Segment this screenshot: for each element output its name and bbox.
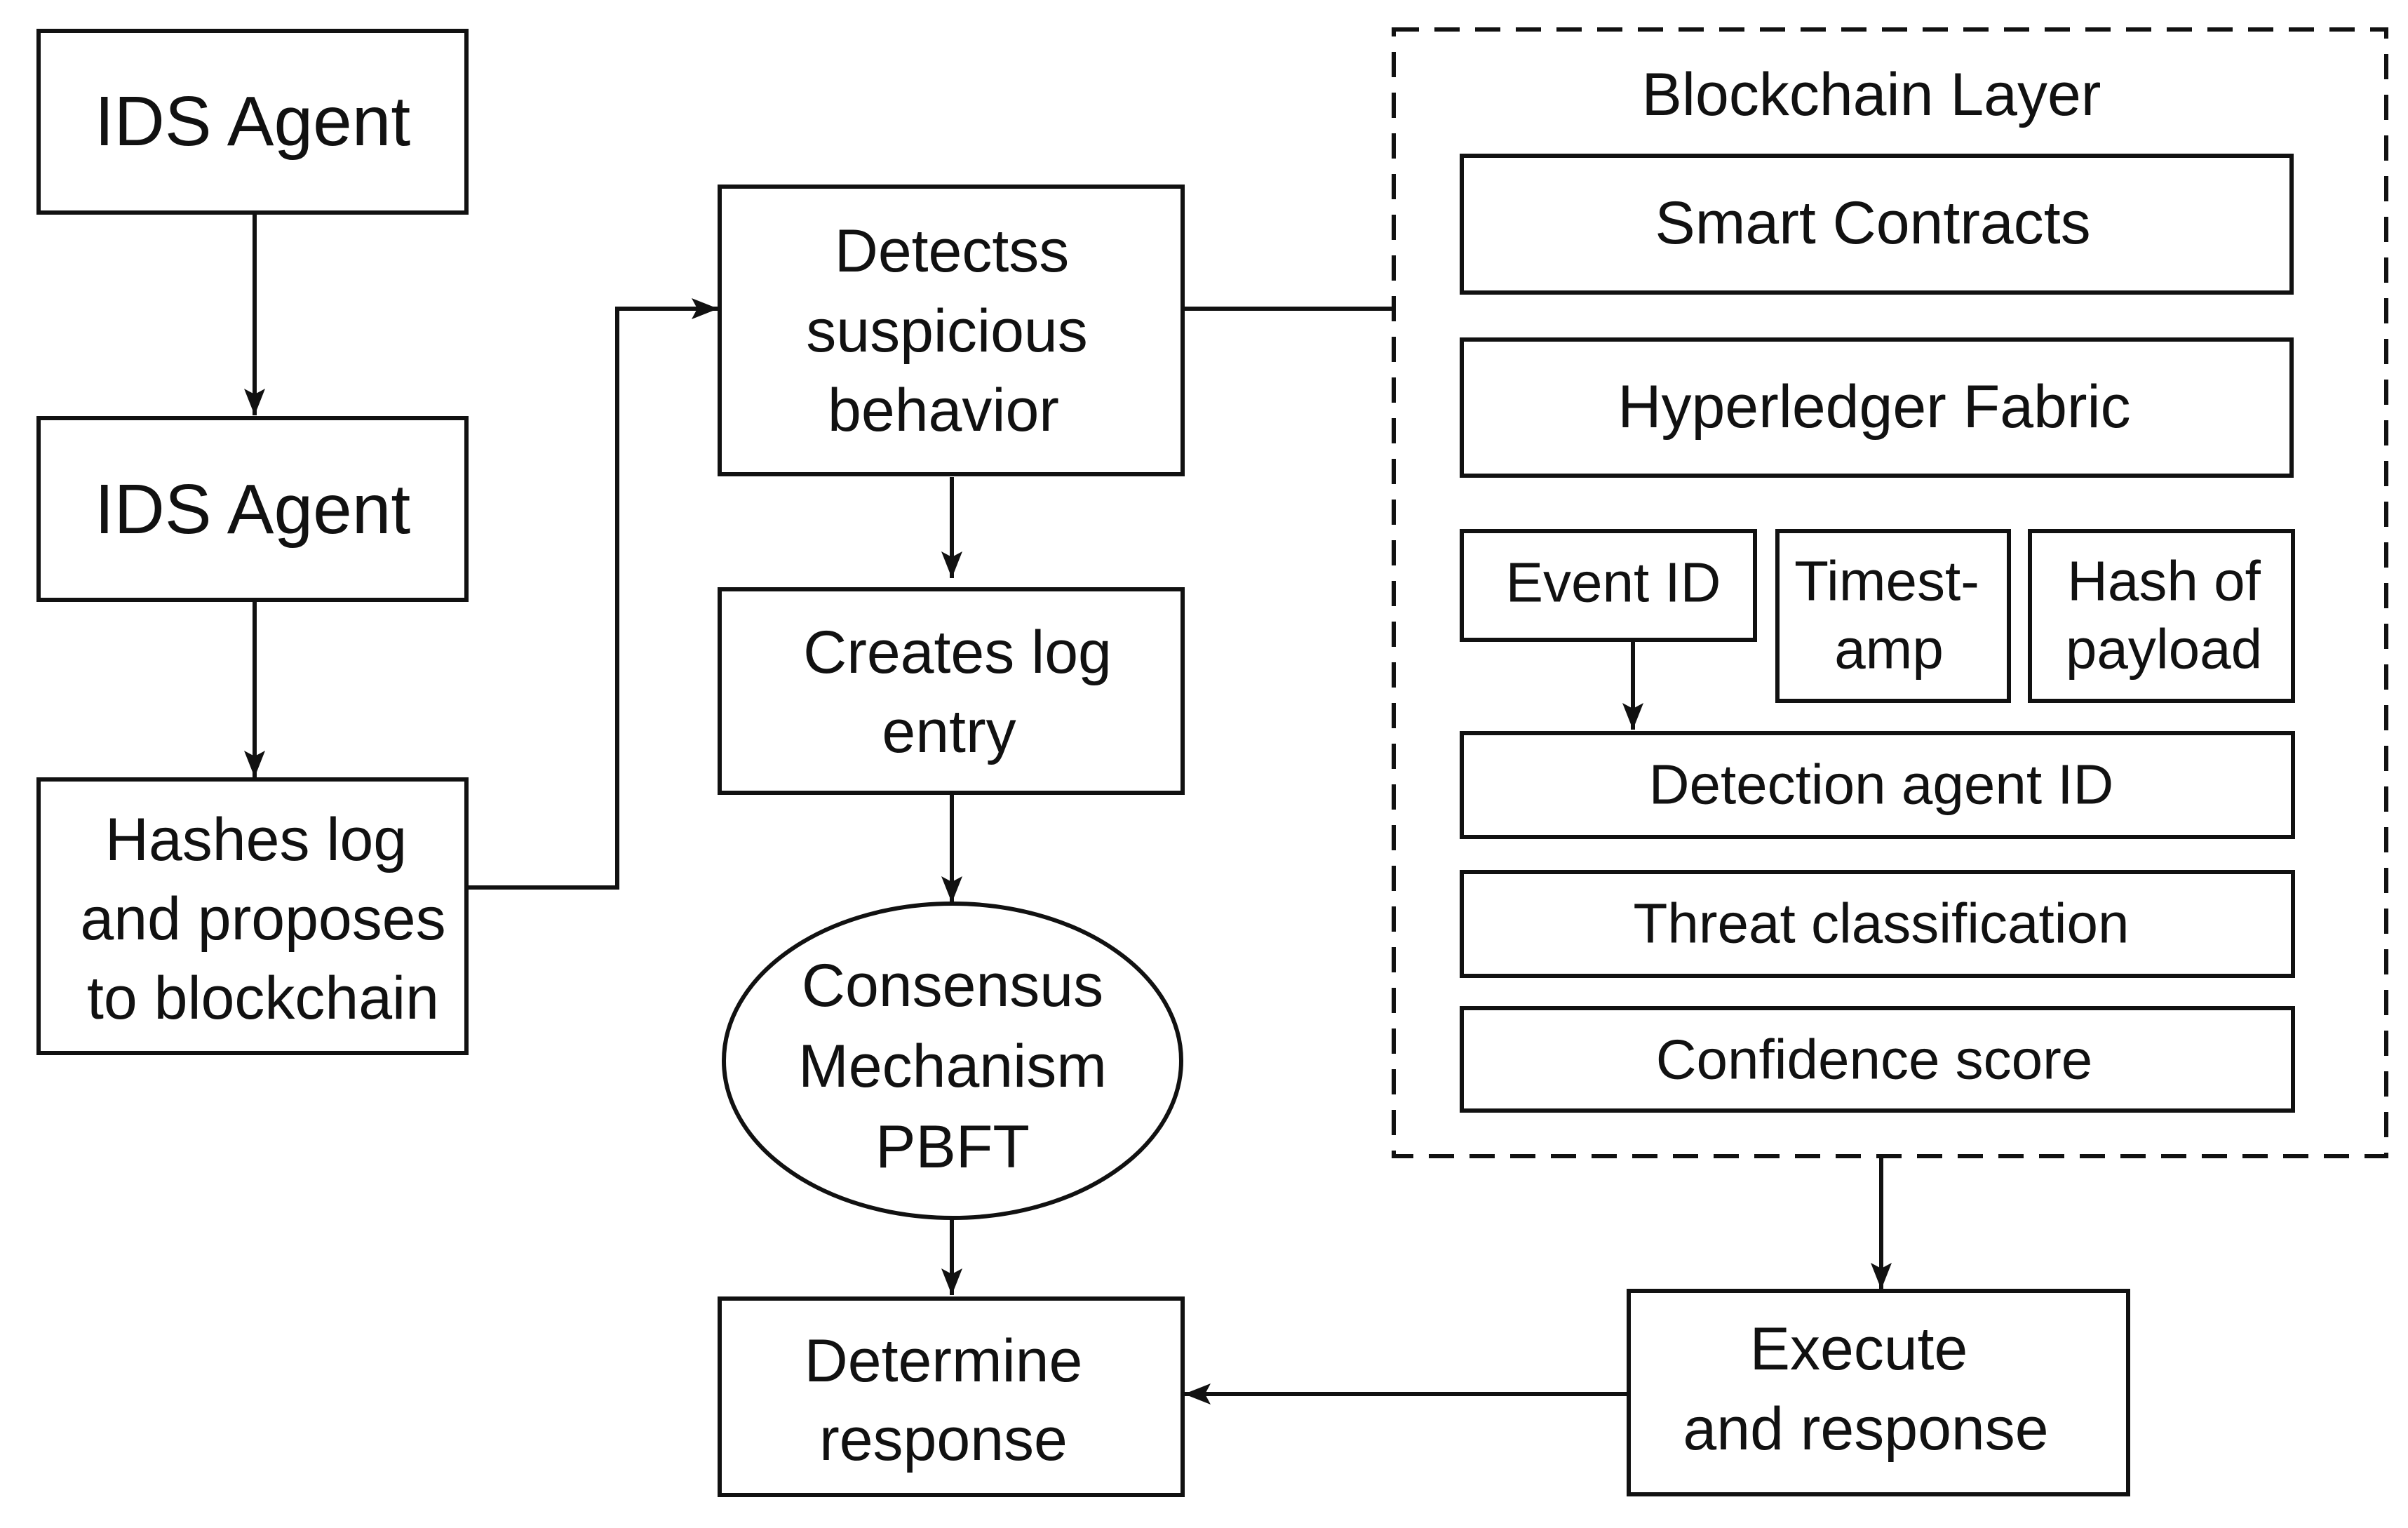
threat-classification-label: Threat classification (1634, 892, 2130, 955)
smart-contracts-label: Smart Contracts (1655, 189, 2090, 257)
consensus-line-3: PBFT (875, 1113, 1030, 1181)
confidence-score-box: Confidence score (1460, 1006, 2295, 1113)
hashes-log-line-2: and proposes (80, 885, 445, 953)
ids-agent-box-2: IDS Agent (36, 416, 469, 602)
blockchain-layer-title: Blockchain Layer (1642, 61, 2101, 128)
hyperledger-box: Hyperledger Fabric (1460, 337, 2294, 478)
detects-line-1: Detectss (835, 217, 1070, 285)
determine-line-2: response (819, 1406, 1068, 1473)
hash-payload-box: Hash of payload (2028, 529, 2295, 703)
timestamp-box: Timest- amp (1775, 529, 2011, 703)
detection-agent-label: Detection agent ID (1649, 753, 2114, 816)
blockchain-layer-border (1392, 27, 2388, 1158)
detection-agent-box: Detection agent ID (1460, 731, 2295, 839)
event-id-label: Event ID (1506, 551, 1721, 614)
hyperledger-label: Hyperledger Fabric (1617, 373, 2130, 441)
detects-line-3: behavior (828, 377, 1059, 444)
hashes-log-line-1: Hashes log (105, 806, 407, 873)
edges (244, 213, 1892, 1405)
consensus-line-2: Mechanism (798, 1033, 1107, 1100)
ids-agent-box-1: IDS Agent (36, 29, 469, 215)
hashes-log-box: Hashes log and proposes to blockchain (36, 777, 469, 1055)
consensus-line-1: Consensus (802, 952, 1103, 1019)
determine-line-1: Determine (805, 1327, 1083, 1395)
threat-classification-box: Threat classification (1460, 870, 2295, 978)
event-id-box: Event ID (1460, 529, 1757, 642)
execute-line-2: and response (1683, 1395, 2048, 1463)
creates-log-line-1: Creates log (803, 619, 1112, 686)
hash-payload-line-1: Hash of (2067, 550, 2261, 612)
ids-agent-2-label: IDS Agent (95, 470, 411, 549)
hash-payload-line-2: payload (2066, 618, 2262, 681)
execute-line-1: Execute (1750, 1315, 1968, 1383)
arrow-hashes-to-detects (466, 298, 718, 890)
timestamp-line-1: Timest- (1794, 550, 1979, 612)
blockchain-layer-group: Blockchain Layer Smart Contracts Hyperle… (1392, 27, 2388, 1158)
determine-response-box: Determine response (718, 1296, 1185, 1497)
hashes-log-line-3: to blockchain (87, 965, 439, 1032)
consensus-ellipse: Consensus Mechanism PBFT (722, 902, 1183, 1220)
creates-log-line-2: entry (882, 698, 1016, 765)
execute-response-box: Execute and response (1627, 1289, 2130, 1496)
smart-contracts-box: Smart Contracts (1460, 154, 2294, 295)
ids-agent-1-label: IDS Agent (95, 82, 411, 161)
detects-box: Detectss suspicious behavior (718, 185, 1185, 476)
timestamp-line-2: amp (1834, 618, 1944, 681)
confidence-score-label: Confidence score (1656, 1028, 2093, 1091)
creates-log-box: Creates log entry (718, 587, 1185, 795)
detects-line-2: suspicious (806, 297, 1088, 365)
